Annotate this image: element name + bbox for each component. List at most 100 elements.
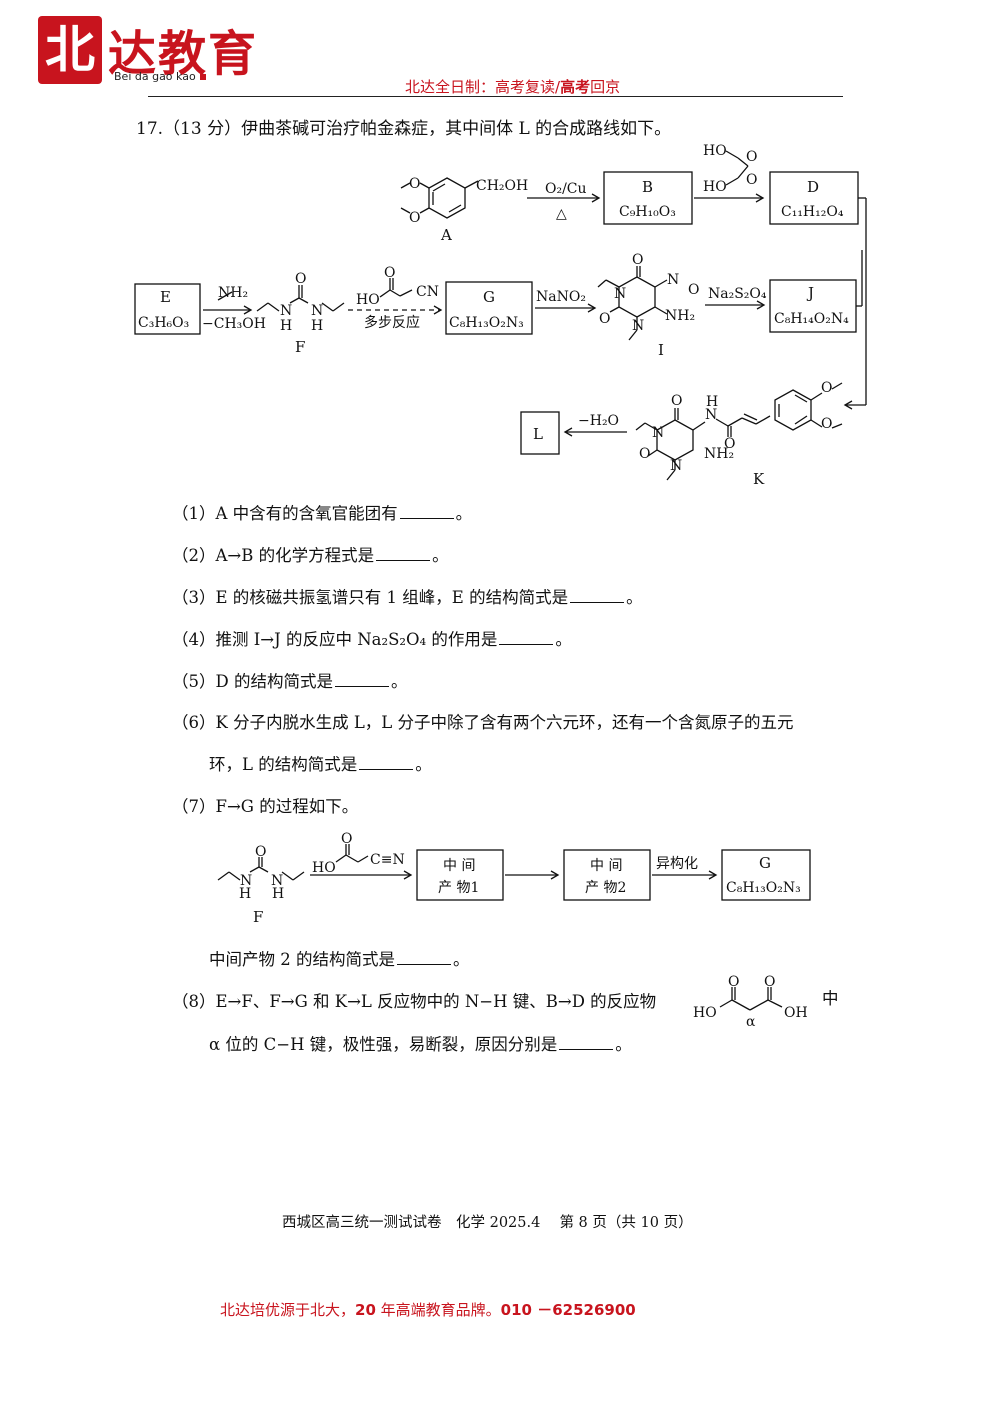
f7-oxygen: O [255, 844, 266, 860]
k-nitrogen-2: N [670, 458, 682, 474]
i-nitrogen-2: N [632, 318, 644, 334]
question-title: 17.（13 分）伊曲茶碱可治疗帕金森症，其中间体 L 的合成路线如下。 [136, 119, 672, 139]
f7-nitrile: C≡N [370, 852, 405, 868]
answer-blank[interactable] [399, 517, 454, 519]
f-hydrogen-1: H [280, 318, 292, 334]
logo-dot-icon [199, 74, 206, 80]
g-box-7 [721, 849, 811, 901]
f7-ho: HO [312, 860, 336, 876]
subquestion-4: （4）推测 I→J 的反应中 Na₂S₂O₄ 的作用是。 [172, 630, 572, 649]
i-nitroso-o: O [688, 282, 699, 298]
f-nitrogen-1: N [280, 303, 292, 319]
malonic-oh: OH [784, 1005, 808, 1021]
k-label: K [753, 470, 765, 488]
f7-hydrogen-2: H [272, 886, 284, 902]
k-amino: NH₂ [704, 446, 734, 462]
compound-b-box [603, 171, 693, 225]
k-benzene-ring [774, 389, 812, 431]
malonic-o-bottom: O [746, 172, 757, 188]
a-benzene-ring [428, 177, 466, 219]
answer-blank[interactable] [570, 601, 625, 603]
i-oxygen-2: O [599, 311, 610, 327]
i-amino: NH₂ [665, 308, 695, 324]
intermediate-1-line2: 产 物1 [438, 880, 479, 896]
logo-badge: 北 [38, 16, 102, 84]
subquestion-6-line2: 环，L 的结构简式是。 [209, 755, 432, 774]
j-label: J [806, 284, 814, 302]
a-substituent: CH₂OH [476, 178, 528, 194]
subquestion-7: （7）F→G 的过程如下。 [172, 797, 359, 816]
f7-o: O [341, 831, 352, 847]
multi-step-note: 多步反应 [364, 314, 420, 331]
g7-formula: C₈H₁₃O₂N₃ [726, 880, 801, 896]
f-oxygen: O [295, 271, 306, 287]
header-slogan: 北达全日制：高考复读/高考回京 [405, 78, 621, 96]
malonic-ho-top: HO [703, 143, 727, 159]
k-amide-n: N [705, 407, 717, 423]
footer-advertisement: 北达培优源于北大，20 年高端教育品牌。010 －62526900 [220, 1301, 636, 1319]
j-formula: C₈H₁₄O₂N₄ [774, 311, 849, 327]
na2s2o4-reagent: Na₂S₂O₄ [708, 286, 767, 302]
i-oxygen-1: O [632, 252, 643, 268]
nano2-reagent: NaNO₂ [536, 289, 586, 305]
malonic-o-top: O [746, 149, 757, 165]
compound-l-box [520, 411, 560, 455]
o2-cu-reagent: O₂/Cu [545, 181, 587, 197]
cyanoacetic-ho: HO [356, 292, 380, 308]
answer-blank[interactable] [376, 559, 431, 561]
malonic-alpha: α [746, 1014, 756, 1030]
f7-label: F [253, 908, 263, 926]
cyanoacetic-cn: CN [416, 284, 439, 300]
k-oxygen-5: O [821, 416, 832, 432]
k-hydrogen: H [706, 394, 718, 410]
f7-nitrogen-2: N [271, 873, 283, 889]
f-hydrogen-2: H [311, 318, 323, 334]
minus-water: −H₂O [578, 413, 619, 429]
intermediate-2-line1: 中 间 [590, 858, 622, 874]
b-label: B [642, 178, 653, 196]
subquestion-3: （3）E 的核磁共振氢谱只有 1 组峰，E 的结构简式是。 [172, 588, 643, 607]
a-oxygen-1: O [409, 176, 420, 192]
answer-blank[interactable] [499, 643, 554, 645]
answer-blank[interactable] [397, 963, 451, 965]
i-nitrogen-1: N [614, 286, 626, 302]
malonic-ho-bottom: HO [703, 179, 727, 195]
answer-blank[interactable] [359, 768, 414, 770]
f-label: F [295, 338, 305, 356]
subquestion-8-line1: （8）E→F、F→G 和 K→L 反应物中的 N−H 键、B→D 的反应物 [172, 992, 657, 1011]
k-oxygen-4: O [821, 380, 832, 396]
answer-blank[interactable] [334, 685, 389, 687]
intermediate-1-line1: 中 间 [443, 858, 475, 874]
g-label: G [483, 288, 495, 306]
subquestion-5: （5）D 的结构简式是。 [172, 672, 408, 691]
isomerize-note: 异构化 [656, 856, 698, 872]
cyanoacetic-o: O [384, 265, 395, 281]
b-formula: C₉H₁₀O₃ [619, 204, 676, 220]
amine-reagent: NH₂ [218, 285, 248, 301]
f7-hydrogen-1: H [239, 886, 251, 902]
compound-e-box [134, 283, 201, 335]
k-nitrogen-1: N [652, 425, 664, 441]
d-formula: C₁₁H₁₂O₄ [781, 204, 844, 220]
logo-pinyin: Bei da gao kao [114, 70, 206, 83]
g-formula: C₈H₁₃O₂N₃ [449, 315, 524, 331]
subquestion-6-line1: （6）K 分子内脱水生成 L，L 分子中除了含有两个六元环，还有一个含氮原子的五… [172, 713, 794, 732]
f-to-g-scheme: O N N H H F HO O C≡N 中 间 产 物1 中 间 产 物2 异… [217, 831, 811, 926]
intermediate-2-box [563, 849, 651, 901]
i-nitroso-n: N [667, 272, 679, 288]
intermediate-1-box [416, 849, 504, 901]
f-nitrogen-2: N [311, 303, 323, 319]
malonic-acid-structure: O O HO OH α [693, 974, 808, 1030]
page-footer: 西城区高三统一测试试卷 化学 2025.4 第 8 页（共 10 页） [282, 1215, 693, 1231]
heat-symbol: △ [556, 206, 567, 222]
l-label: L [533, 425, 543, 443]
minus-methanol: −CH₃OH [202, 316, 266, 332]
f7-nitrogen-1: N [240, 873, 252, 889]
d-label: D [807, 178, 819, 196]
logo-name: 达教育 [108, 26, 259, 82]
malonic-oxygen-2: O [764, 974, 775, 990]
header-divider [148, 96, 843, 97]
subquestion-8-tail: 中 [822, 989, 839, 1008]
answer-blank[interactable] [559, 1048, 614, 1050]
malonic-oxygen-1: O [728, 974, 739, 990]
